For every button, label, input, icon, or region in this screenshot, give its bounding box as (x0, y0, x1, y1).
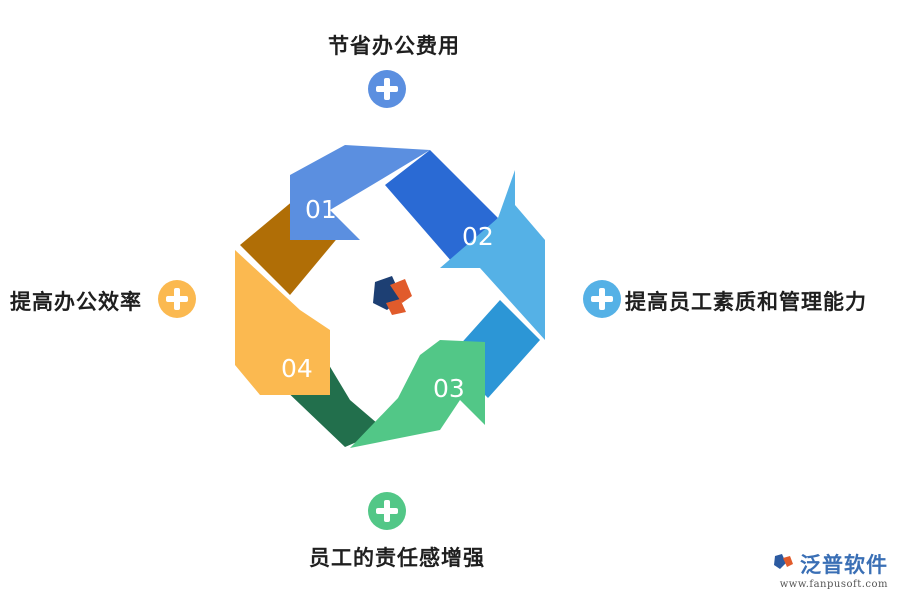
watermark: 泛普软件 www.fanpusoft.com (772, 549, 888, 590)
segment-03 (350, 340, 485, 448)
label-02: 提高员工素质和管理能力 (625, 290, 867, 314)
step-number-03: 03 (433, 374, 465, 403)
label-03: 员工的责任感增强 (309, 546, 485, 570)
step-number-02: 02 (462, 222, 494, 251)
plus-icon (583, 280, 621, 318)
label-04: 提高办公效率 (10, 290, 142, 314)
step-number-01: 01 (305, 195, 337, 224)
segment-fold-blue (385, 150, 498, 262)
segment-02 (440, 170, 545, 340)
watermark-url: www.fanpusoft.com (779, 579, 888, 590)
watermark-logo-icon (774, 554, 793, 569)
label-01: 节省办公费用 (328, 34, 460, 58)
watermark-name: 泛普软件 (800, 553, 888, 577)
plus-icon (158, 280, 196, 318)
plus-icon (368, 70, 406, 108)
segment-04 (235, 250, 330, 395)
segment-01 (290, 145, 430, 240)
step-number-04: 04 (281, 354, 313, 383)
plus-icon (368, 492, 406, 530)
company-logo-icon (373, 276, 412, 315)
